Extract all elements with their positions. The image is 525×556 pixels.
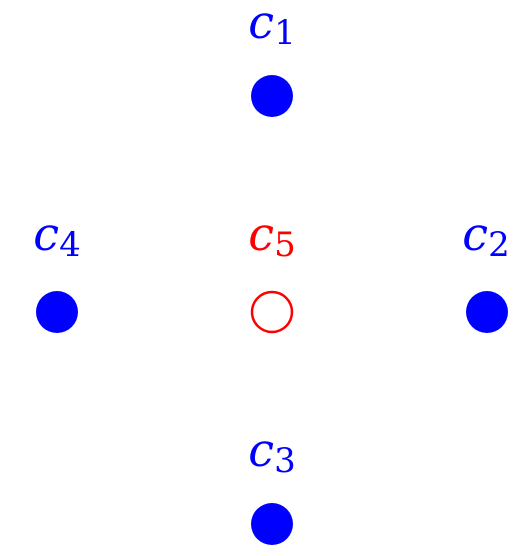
node-c2-var: c bbox=[462, 207, 488, 261]
node-c3-var: c bbox=[248, 423, 274, 477]
node-c2-label: c2 bbox=[462, 207, 509, 265]
node-c3-dot bbox=[251, 503, 293, 545]
node-c2-sub: 2 bbox=[488, 225, 510, 265]
node-c2: c2 bbox=[462, 207, 510, 333]
node-c1: c1 bbox=[248, 0, 296, 117]
node-c4-sub: 4 bbox=[59, 225, 81, 265]
node-c4-var: c bbox=[33, 207, 59, 261]
node-c5: c5 bbox=[248, 207, 296, 334]
node-c1-dot bbox=[251, 75, 293, 117]
node-c1-label: c1 bbox=[248, 0, 295, 53]
node-c4: c4 bbox=[33, 207, 81, 333]
node-c3: c3 bbox=[248, 423, 296, 545]
node-c5-sub: 5 bbox=[274, 225, 296, 265]
node-c5-label: c5 bbox=[248, 207, 295, 265]
node-c2-dot bbox=[466, 291, 508, 333]
node-c5-dot bbox=[250, 290, 294, 334]
node-c5-var: c bbox=[248, 207, 274, 261]
node-c3-sub: 3 bbox=[274, 441, 296, 481]
node-c1-sub: 1 bbox=[274, 13, 296, 53]
node-c4-label: c4 bbox=[33, 207, 80, 265]
node-c3-label: c3 bbox=[248, 423, 295, 481]
node-c1-var: c bbox=[248, 0, 274, 49]
node-c4-dot bbox=[36, 291, 78, 333]
